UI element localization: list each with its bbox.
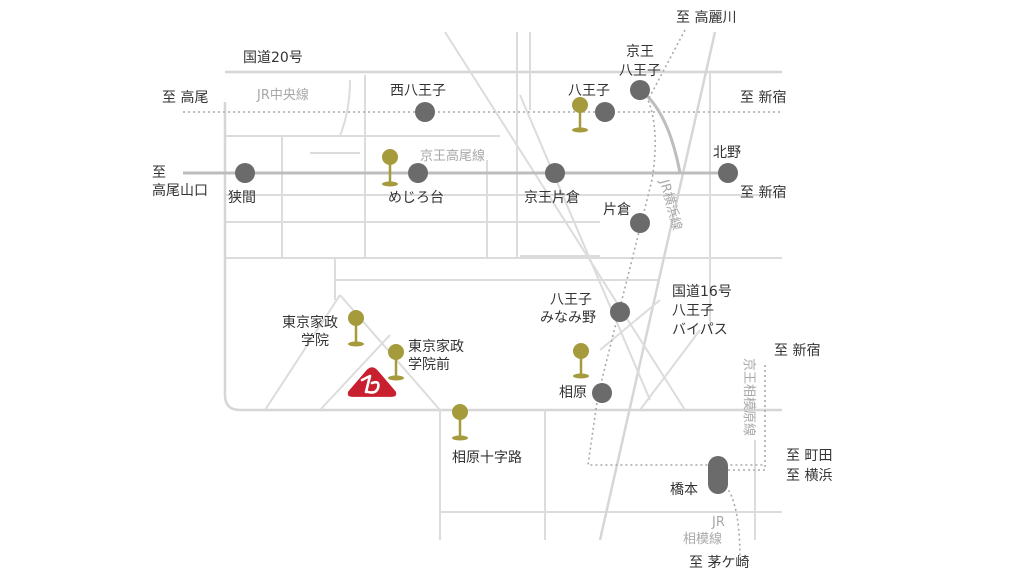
route16-label-1: 国道16号 — [672, 284, 732, 300]
tokyo-kasei-gakuin-logo-icon — [345, 364, 399, 400]
station-hachioji-label: 八王子 — [568, 83, 610, 99]
road-diag-2 — [519, 94, 651, 401]
station-hazama-label: 狭間 — [228, 190, 256, 206]
station-hashimoto-label: 橋本 — [670, 482, 698, 498]
station-minami-osawa-label-1: 八王子 — [550, 292, 592, 308]
bus-stop-kasei-mae-label-2: 学院前 — [408, 356, 450, 373]
road-diag-6 — [599, 299, 661, 351]
bus-stop-kasei-label-2: 学院 — [301, 333, 329, 349]
station-minami-osawa-label-2: みなみ野 — [540, 310, 596, 326]
station-katakura-label: 片倉 — [603, 202, 631, 218]
dest-shinjuku-sagamihara: 至 新宿 — [774, 342, 820, 359]
route16-label-3: バイパス — [672, 322, 728, 338]
station-kitano-marker — [718, 163, 738, 183]
bus-stop-kasei-mae-label-1: 東京家政 — [408, 338, 464, 355]
station-keio-katakura-marker — [545, 163, 565, 183]
dest-komagawa: 至 高麗川 — [676, 9, 736, 26]
keio-sagamihara-line — [718, 365, 766, 471]
dest-takaosanguchi-1: 至 — [152, 165, 166, 181]
jr-sagami-label-2: 相模線 — [683, 531, 722, 547]
dest-takaosanguchi-2: 高尾山口 — [152, 182, 208, 199]
bus-stop-mejirodai-icon — [382, 149, 398, 187]
bus-stop-kasei-mae-icon — [388, 344, 404, 381]
road-diag-4 — [319, 334, 391, 411]
station-keio-hachioji-marker — [630, 80, 650, 100]
station-keio-katakura-label: 京王片倉 — [524, 190, 580, 206]
bus-stop-kasei-label-1: 東京家政 — [282, 314, 338, 331]
jr-yokohama-line — [587, 29, 765, 466]
keio-main-line — [639, 88, 682, 174]
dest-machida: 至 町田 — [786, 448, 832, 464]
bus-stop-kasei-icon — [348, 310, 364, 347]
station-minami-osawa-marker — [610, 302, 630, 322]
road-aihara — [223, 102, 782, 412]
station-nishi-hachioji-label: 西八王子 — [390, 83, 446, 99]
keio-sagamihara-label-text: 京王相模原線 — [741, 358, 757, 436]
jr-sagami-line — [717, 479, 741, 561]
station-aihara-label: 相原 — [559, 385, 587, 401]
station-keio-hachioji-label-2: 八王子 — [619, 63, 661, 79]
bus-stop-aihara-jujiro-label: 相原十字路 — [452, 450, 522, 466]
route20-label: 国道20号 — [243, 50, 303, 66]
station-mejirodai-marker — [408, 163, 428, 183]
station-nishi-hachioji-marker — [415, 102, 435, 122]
keio-sagamihara-label: 京王相模原線 — [741, 358, 757, 436]
station-mejirodai-label: めじろ台 — [388, 190, 444, 206]
route16-road — [598, 31, 717, 541]
station-keio-hachioji-label-1: 京王 — [626, 44, 654, 60]
jr-chuo-label: JR中央線 — [256, 87, 309, 103]
stations — [235, 80, 738, 494]
bus-stops — [348, 97, 589, 441]
station-hazama-marker — [235, 163, 255, 183]
bus-stop-aihara-icon — [573, 343, 589, 379]
station-aihara-marker — [592, 383, 612, 403]
keio-takao-label: 京王高尾線 — [420, 148, 485, 164]
road-diag-7 — [639, 329, 701, 411]
station-kitano-label: 北野 — [713, 145, 741, 161]
dest-shinjuku-chuo: 至 新宿 — [740, 89, 786, 106]
station-hachioji-marker — [595, 102, 615, 122]
bus-stop-hachioji-icon — [572, 97, 588, 133]
road-network — [223, 31, 782, 541]
dest-chigasaki: 至 茅ケ崎 — [689, 555, 749, 571]
road-v6 — [339, 79, 351, 137]
dest-takao: 至 高尾 — [162, 89, 208, 106]
dest-shinjuku-keio: 至 新宿 — [740, 184, 786, 201]
road-diag-1 — [444, 31, 686, 411]
jr-sagami-label-1: JR — [711, 515, 725, 530]
road-diag-3 — [264, 294, 341, 411]
bus-stop-aihara-jujiro-icon — [452, 404, 468, 441]
dest-yokohama: 至 横浜 — [786, 468, 832, 484]
station-hashimoto-marker — [708, 456, 728, 494]
route16-label-2: 八王子 — [672, 303, 714, 319]
station-katakura-marker — [630, 213, 650, 233]
